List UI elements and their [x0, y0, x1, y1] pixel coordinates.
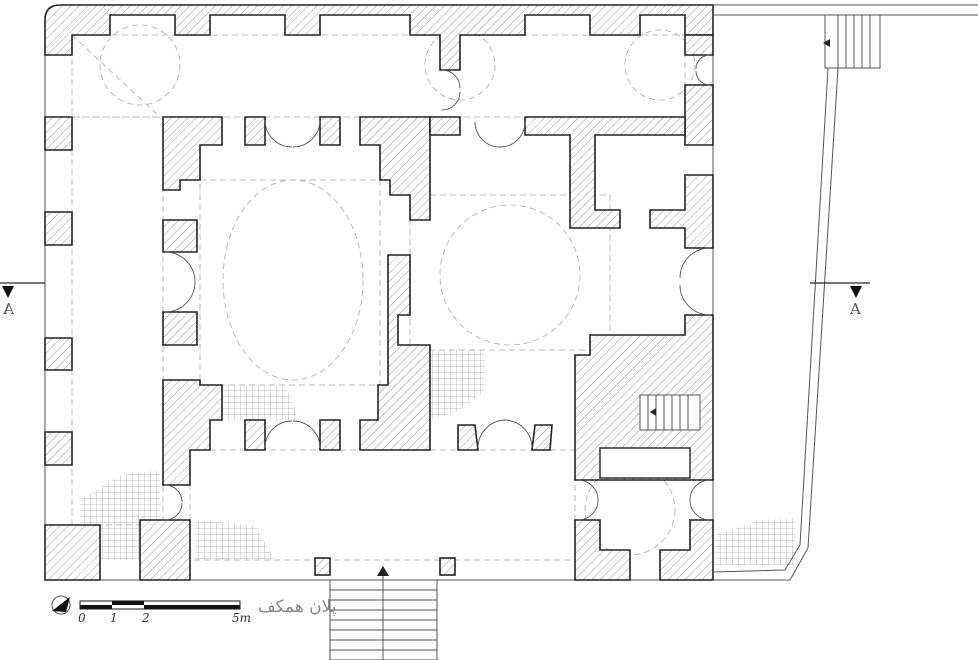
north-arrow-icon	[51, 595, 71, 615]
exterior-ramp	[712, 4, 978, 581]
svg-text:A: A	[849, 300, 861, 318]
drawing-title: پلان همکف	[258, 597, 337, 617]
internal-stair	[599, 394, 701, 479]
scale-label-5m: 5m	[232, 611, 251, 625]
walls	[44, 4, 714, 581]
doors	[164, 54, 711, 521]
svg-text:A: A	[3, 300, 15, 318]
entrance-arrow-icon	[377, 566, 389, 576]
scale-label-0: 0	[78, 611, 86, 625]
scale-label-2: 2	[141, 611, 150, 625]
entrance-stair	[329, 566, 438, 660]
section-mark-right: A	[810, 282, 870, 318]
scale-label-1: 1	[110, 611, 118, 625]
scale-bar: 0 1 2 5m	[78, 600, 251, 625]
section-mark-left: A	[0, 282, 45, 318]
